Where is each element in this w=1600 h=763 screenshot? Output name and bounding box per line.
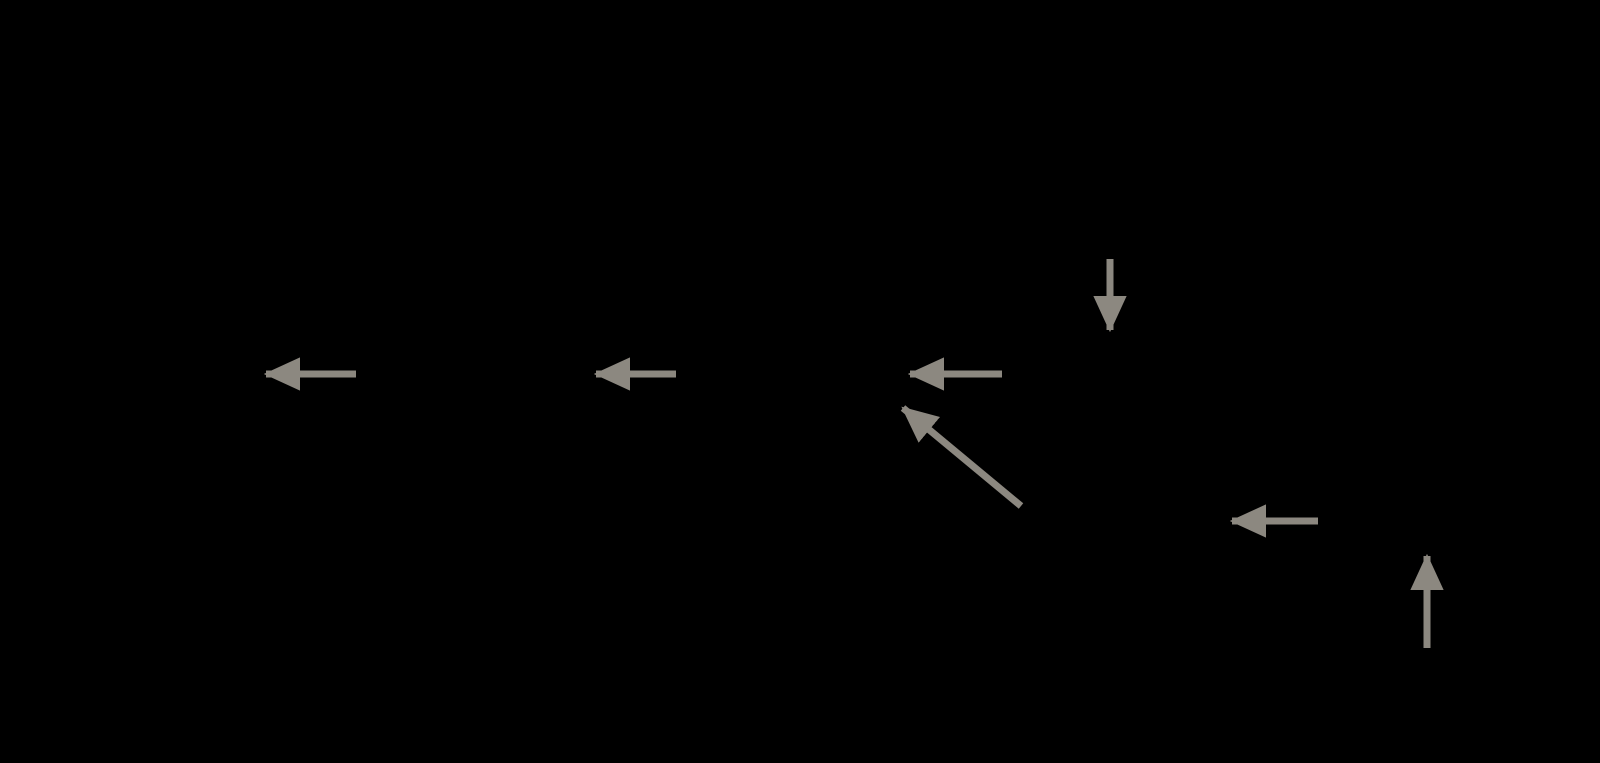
edge-c3-to-c2 <box>900 405 1024 509</box>
